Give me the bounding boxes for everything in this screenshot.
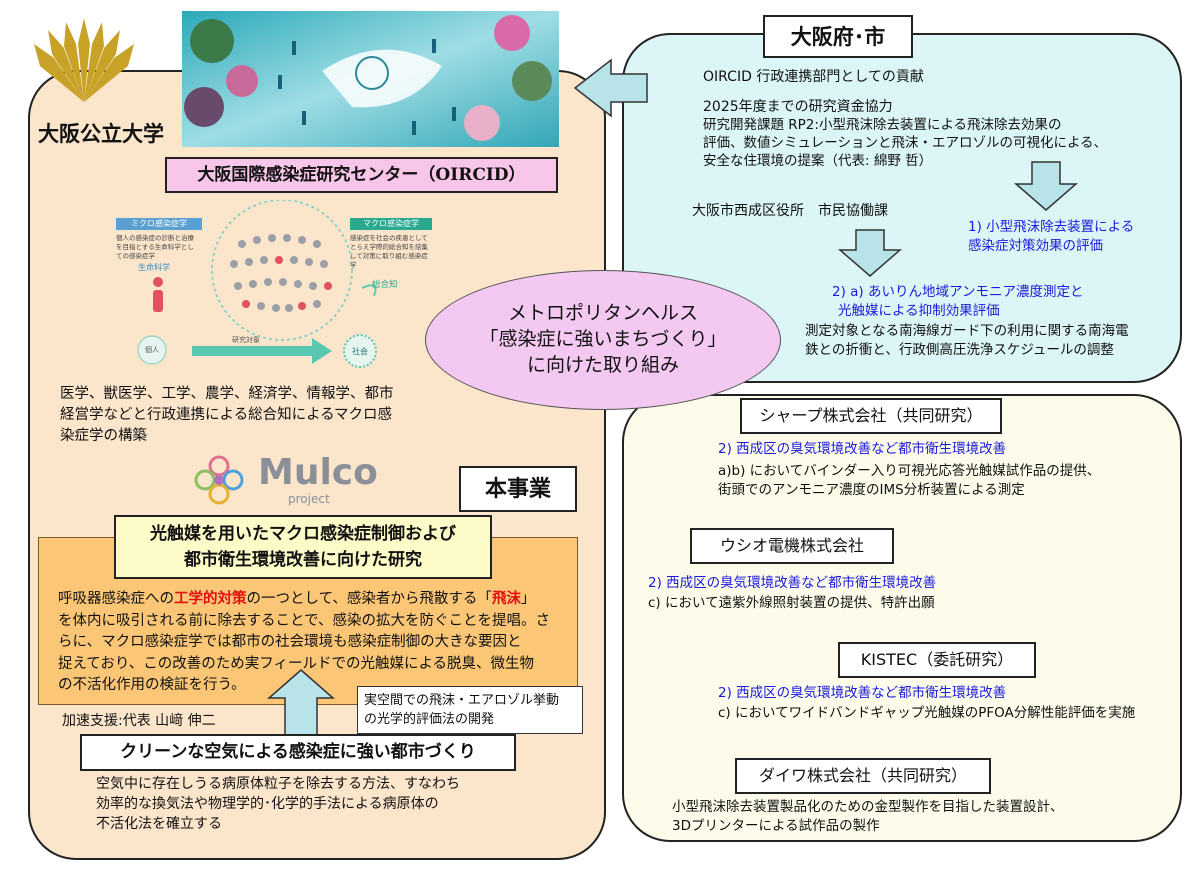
photocatalyst-line4: 捉えており、この改善のため実フィールドでの光触媒による脱臭、微生物 — [58, 655, 535, 672]
clean-city-description: 空気中に存在しうる病原体粒子を除去する方法、すなわち 効率的な換気法や物理学的･… — [96, 774, 460, 834]
gov-item2-detail: 測定対象となる南海線ガード下の利用に関する南海電 鉄との折衝と、行政側高圧洗浄ス… — [805, 322, 1129, 360]
gov-item1-line2: 感染症対策効果の評価 — [968, 238, 1103, 254]
gov-item2-detail-line: 鉄との折衝と、行政側高圧洗浄スケジュールの調整 — [805, 342, 1114, 358]
realspace-evaluation-box: 実空間での飛沫・エアロゾル挙動 の光学的評価法の開発 — [357, 686, 583, 734]
emphasis-droplet: 飛沫 — [491, 591, 521, 607]
gov-item2: 2) a) あいりん地域アンモニア濃度測定と 光触媒による抑制効果評価 — [832, 283, 1083, 321]
left-description-line: 経営学などと行政連携による総合知によるマクロ感 — [60, 407, 393, 423]
photocatalyst-line5: の不活化作用の検証を行う。 — [58, 677, 246, 693]
partner-sharp-name: シャープ株式会社（共同研究） — [740, 398, 1002, 434]
research-target-label: 研究対象 — [232, 336, 260, 344]
partner-daiwa-detail: 小型飛沫除去装置製品化のための金型製作を目指した装置設計、 3Dプリンターによる… — [672, 798, 1064, 836]
realspace-line2: の光学的評価法の開発 — [364, 712, 495, 727]
gov-project-line: 評価、数値シミュレーションと飛沫・エアロゾルの可視化による、 — [703, 135, 1108, 151]
arrow-up-icon — [267, 669, 335, 737]
center-line3: に向けた取り組み — [526, 354, 679, 376]
center-line1: メトロポリタンヘルス — [507, 302, 698, 324]
partners-panel — [622, 394, 1182, 842]
gov-contribution: OIRCID 行政連携部門としての貢献 — [703, 69, 924, 85]
arrow-down-icon — [838, 229, 902, 277]
oircid-banner-image — [182, 11, 559, 147]
text-segment: 」 — [520, 591, 536, 607]
partner-ushio-name: ウシオ電機株式会社 — [690, 528, 894, 564]
acceleration-support: 加速支援:代表 山﨑 伸二 — [62, 713, 216, 729]
photocatalyst-line2: を体内に吸引される前に除去することで、感染の拡大を防ぐことを提唱。さ — [58, 612, 550, 629]
government-title: 大阪府･市 — [763, 15, 913, 58]
clean-city-title: クリーンな空気による感染症に強い都市づくり — [80, 734, 516, 771]
micro-macro-illustration: ミクロ感染症学 個人の感染症の診断と治療を目指とする生命科学としての感染症学 生… — [112, 200, 434, 368]
mulco-logo: Mulco project — [192, 454, 382, 506]
gov-item1-line1: 1) 小型飛沫除去装置による — [968, 219, 1135, 235]
partner-daiwa-line: 3Dプリンターによる試作品の製作 — [672, 818, 880, 834]
partner-sharp-line: a)b) においてバインダー入り可視光応答光触媒試作品の提供、 — [718, 463, 1101, 479]
arrow-down-icon — [1014, 161, 1078, 211]
left-description-line: 医学、獣医学、工学、農学、経済学、情報学、都市 — [60, 386, 394, 402]
gov-project: 研究開発課題 RP2:小型飛沫除去装置による飛沫除去効果の 評価、数値シミュレー… — [703, 116, 1107, 170]
clean-city-line: 空気中に存在しうる病原体粒子を除去する方法、すなわち — [96, 776, 460, 792]
realspace-line1: 実空間での飛沫・エアロゾル挙動 — [364, 693, 560, 708]
gov-item2-detail-line: 測定対象となる南海線ガード下の利用に関する南海電 — [805, 323, 1129, 339]
photocatalyst-description: 呼吸器感染症への工学的対策の一つとして、感染者から飛散する「飛沫」 を体内に吸引… — [58, 589, 550, 697]
oircid-title: 大阪国際感染症研究センター（OIRCID） — [165, 157, 558, 193]
life-science-label: 生命科学 — [138, 263, 170, 272]
partner-sharp-detail: a)b) においてバインダー入り可視光応答光触媒試作品の提供、 街頭でのアンモニ… — [718, 462, 1100, 500]
gov-ward: 大阪市西成区役所 市民協働課 — [692, 203, 888, 219]
partner-ushio-line: c) において遠紫外線照射装置の提供、特許出願 — [648, 595, 935, 611]
photocatalyst-title: 光触媒を用いたマクロ感染症制御および 都市衛生環境改善に向けた研究 — [114, 515, 492, 579]
partner-daiwa-line: 小型飛沫除去装置製品化のための金型製作を目指した装置設計、 — [672, 799, 1064, 815]
mulco-flower-icon — [194, 455, 244, 505]
text-segment: の一つとして、感染者から飛散する「 — [246, 591, 492, 607]
photocatalyst-title-line2: 都市衛生環境改善に向けた研究 — [184, 550, 422, 570]
metropolitan-health-ellipse: メトロポリタンヘルス 「感染症に強いまちづくり」 に向けた取り組み — [425, 270, 781, 410]
ginkgo-logo-icon — [34, 18, 134, 102]
individual-label: 個人 — [145, 346, 159, 354]
partner-sharp-line: 街頭でのアンモニア濃度のIMS分析装置による測定 — [718, 482, 1025, 498]
gov-item2-line1: 2) a) あいりん地域アンモニア濃度測定と — [832, 284, 1084, 300]
gov-funding: 2025年度までの研究資金協力 — [703, 99, 893, 115]
partner-kistec-name: KISTEC（委託研究） — [838, 642, 1036, 678]
partner-sharp-goal: 2) 西成区の臭気環境改善など都市衛生環境改善 — [718, 441, 1007, 457]
left-description-line: 染症学の構築 — [60, 428, 147, 444]
population-graphic — [137, 200, 377, 368]
photocatalyst-title-line1: 光触媒を用いたマクロ感染症制御および — [150, 524, 456, 544]
university-name: 大阪公立大学 — [38, 121, 164, 146]
emphasis-engineering: 工学的対策 — [174, 591, 247, 607]
center-line2: 「感染症に強いまちづくり」 — [479, 328, 727, 350]
arrow-left-icon — [573, 58, 648, 118]
photocatalyst-line1: 呼吸器感染症への工学的対策の一つとして、感染者から飛散する「飛沫」 — [58, 589, 550, 611]
clean-city-line: 不活化法を確立する — [96, 816, 222, 832]
society-label: 社会 — [352, 347, 368, 356]
text-segment: 呼吸器感染症への — [58, 591, 174, 607]
photocatalyst-line3: らに、マクロ感染症学では都市の社会環境も感染症制御の大きな要因と — [58, 634, 522, 650]
macro-description: 感染症を社会の疾患としてとらえ学際的総合知を結集して対策に取り組む感染症学 — [350, 234, 428, 269]
mulco-sub: project — [288, 492, 330, 506]
macro-label: マクロ感染症学 — [350, 218, 432, 230]
gov-item1: 1) 小型飛沫除去装置による 感染症対策効果の評価 — [968, 218, 1134, 256]
partner-ushio-goal: 2) 西成区の臭気環境改善など都市衛生環境改善 — [648, 575, 937, 591]
gov-project-line: 研究開発課題 RP2:小型飛沫除去装置による飛沫除去効果の — [703, 117, 1062, 133]
gov-item2-line2: 光触媒による抑制効果評価 — [838, 303, 1000, 319]
this-project-label: 本事業 — [459, 466, 577, 512]
mulco-name: Mulco — [258, 452, 378, 493]
synthesis-label: 総合知 — [372, 280, 398, 290]
clean-city-line: 効率的な換気法や物理学的･化学的手法による病原体の — [96, 796, 439, 812]
micro-label: ミクロ感染症学 — [116, 218, 202, 230]
partner-kistec-goal: 2) 西成区の臭気環境改善など都市衛生環境改善 — [718, 685, 1007, 701]
micro-description: 個人の感染症の診断と治療を目指とする生命科学としての感染症学 — [116, 234, 194, 260]
partner-kistec-line: c) においてワイドバンドギャップ光触媒のPFOA分解性能評価を実施 — [718, 705, 1136, 721]
left-description: 医学、獣医学、工学、農学、経済学、情報学、都市 経営学などと行政連携による総合知… — [60, 384, 394, 447]
gov-project-line: 安全な住環境の提案（代表: 綿野 哲） — [703, 153, 933, 169]
partner-daiwa-name: ダイワ株式会社（共同研究） — [735, 758, 991, 794]
